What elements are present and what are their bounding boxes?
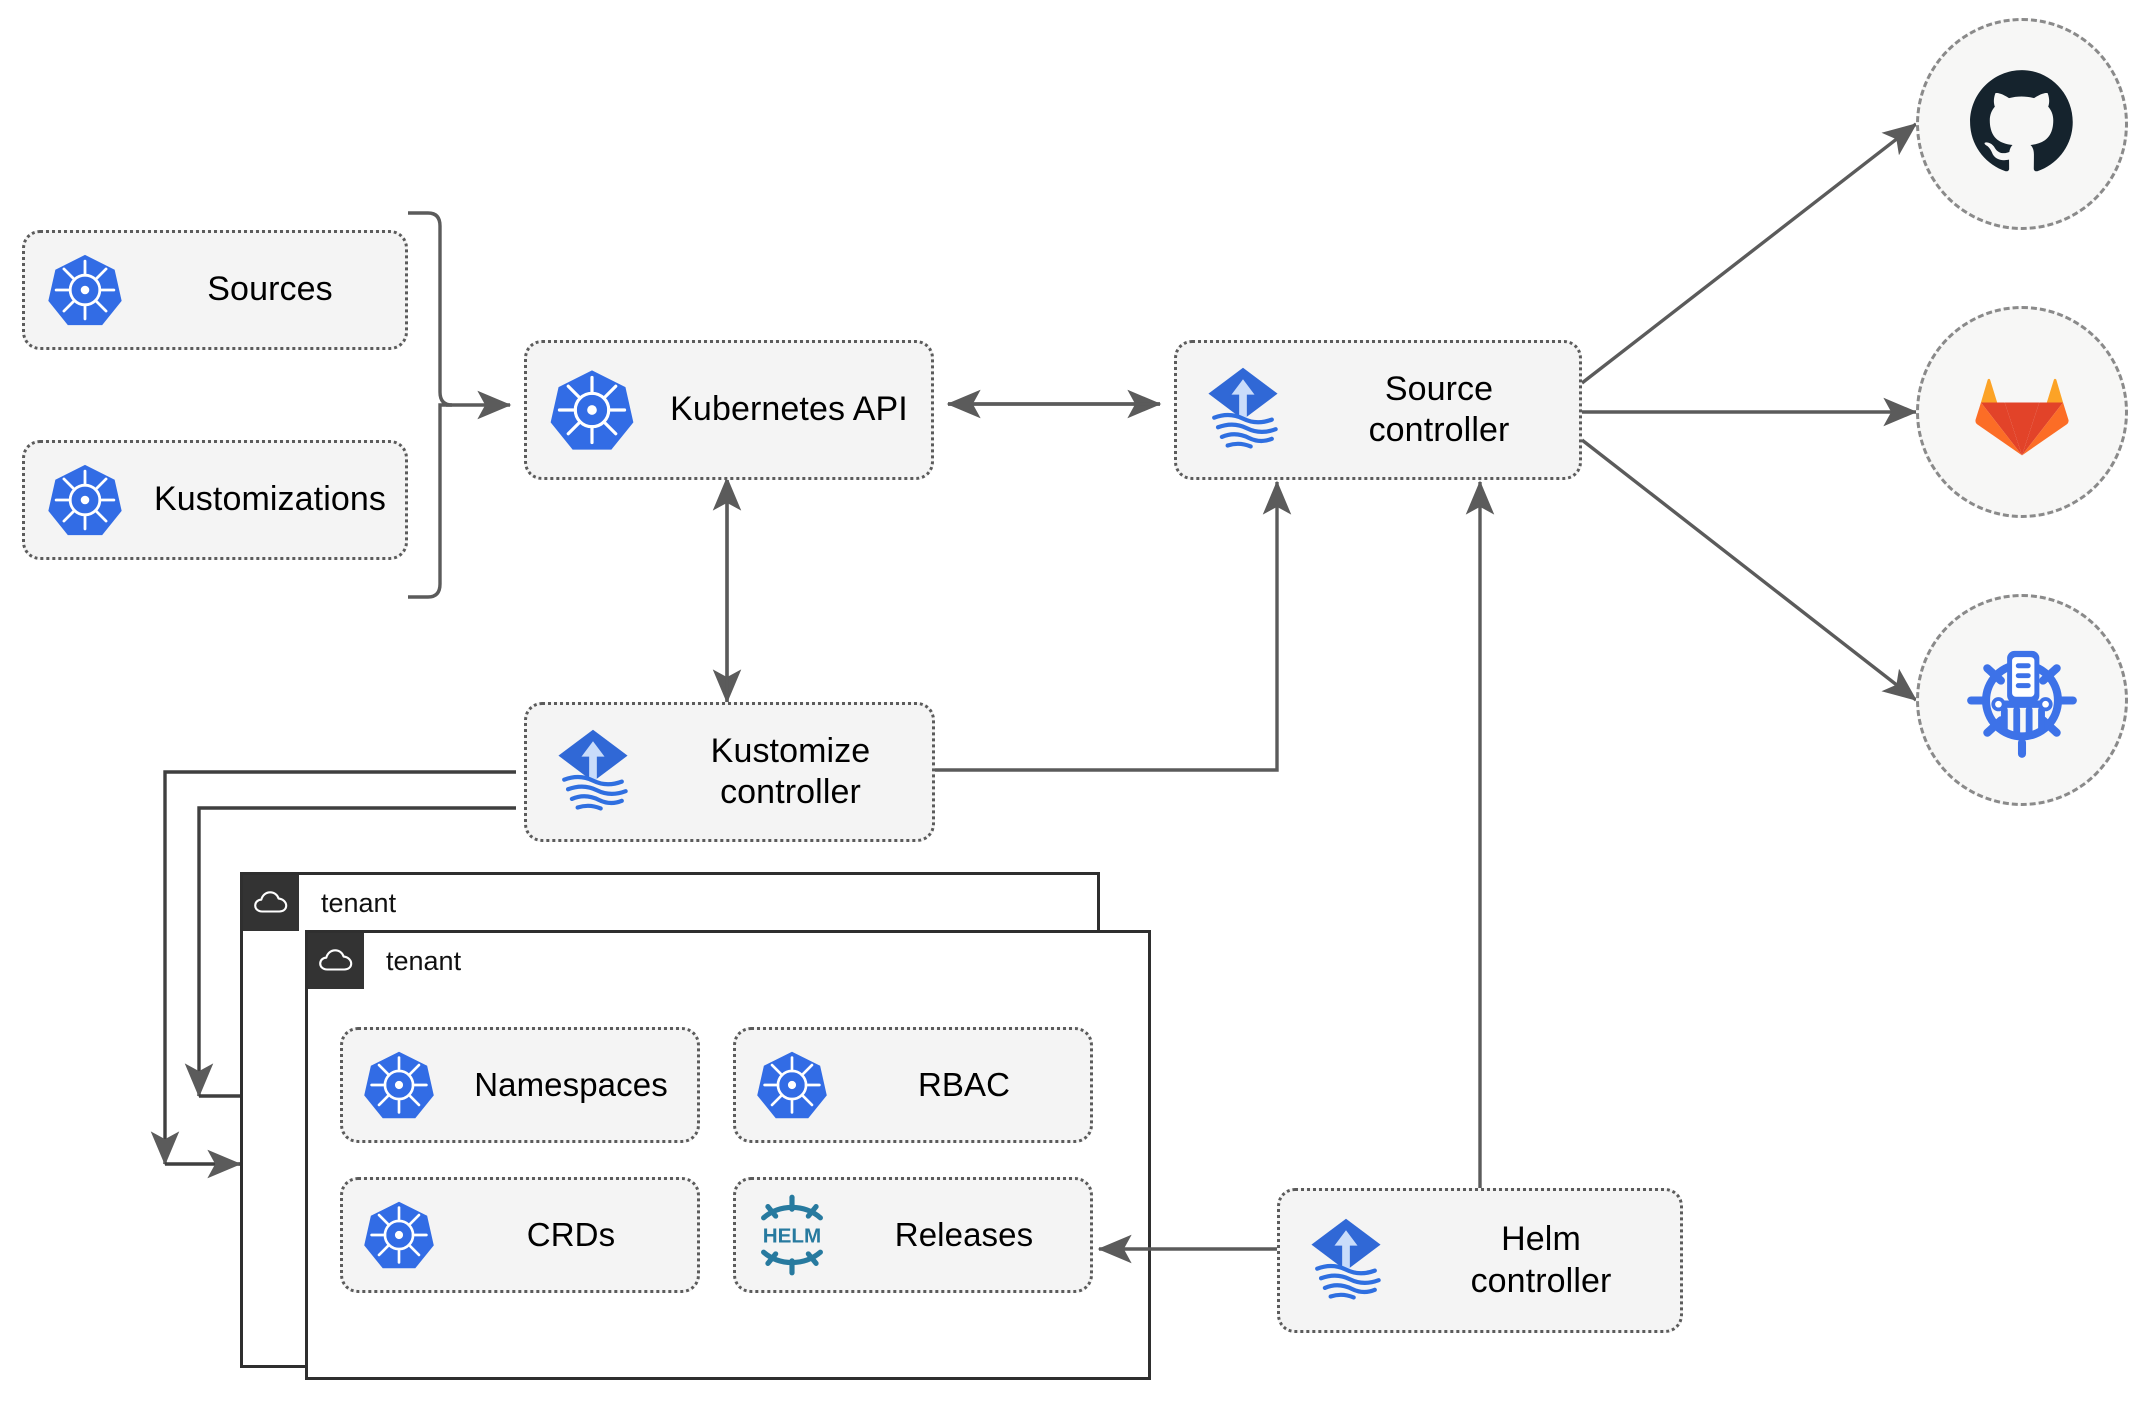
node-label: RBAC [917, 1065, 1011, 1103]
node-kubernetes-api[interactable]: Kubernetes API [524, 340, 934, 480]
node-label-line2: controller [1470, 1261, 1612, 1300]
flux-icon [527, 724, 659, 820]
node-label: Kustomize controller [659, 731, 932, 814]
node-label: Kustomizations [154, 480, 386, 519]
edge-source-controller-to-github [1580, 122, 1918, 385]
node-label: Helm controller [1412, 1219, 1680, 1302]
node-source-controller[interactable]: Source controller [1174, 340, 1582, 480]
kubernetes-icon [25, 251, 145, 329]
flux-icon [1177, 362, 1309, 458]
node-crds[interactable]: CRDs [340, 1177, 700, 1293]
node-label: CRDs [526, 1215, 616, 1253]
provider-github[interactable] [1916, 18, 2128, 230]
kubernetes-icon [527, 366, 657, 454]
tenant-label: tenant [386, 945, 462, 976]
node-label: Releases [894, 1215, 1034, 1253]
node-namespaces[interactable]: Namespaces [340, 1027, 700, 1143]
node-label: Sources [207, 270, 333, 309]
node-kustomize-controller[interactable]: Kustomize controller [524, 702, 935, 842]
node-label-line1: Kustomize [710, 731, 871, 770]
provider-gitlab[interactable] [1916, 306, 2128, 518]
edge-inputs-bracket [408, 211, 453, 599]
helm-repo-icon [1960, 636, 2084, 765]
node-label-line2: controller [720, 773, 861, 811]
edge-kustomize-controller-to-tenant-back [150, 770, 516, 1166]
node-releases[interactable]: HELM Releases [733, 1177, 1093, 1293]
helm-wordmark: HELM [763, 1225, 821, 1248]
gitlab-icon [1968, 356, 2076, 469]
kubernetes-icon [736, 1048, 848, 1122]
cloud-icon [243, 875, 299, 931]
node-label-line1: Source [1384, 369, 1494, 408]
edge-kustomize-controller-to-source-controller [935, 480, 1292, 772]
node-helm-controller[interactable]: Helm controller [1277, 1188, 1683, 1333]
tenant-label: tenant [321, 887, 397, 918]
helm-icon: HELM [736, 1192, 848, 1278]
node-label-line1: Helm [1501, 1220, 1581, 1259]
kubernetes-icon [343, 1198, 455, 1272]
flux-icon [1280, 1213, 1412, 1309]
node-kustomizations[interactable]: Kustomizations [22, 440, 408, 560]
node-rbac[interactable]: RBAC [733, 1027, 1093, 1143]
provider-helm-repository[interactable] [1916, 594, 2128, 806]
tenant-title-bar: tenant [308, 933, 461, 989]
kubernetes-icon [25, 461, 145, 539]
edge-kustomize-controller-to-tenant-front [184, 806, 516, 1098]
node-label: Source controller [1309, 369, 1579, 452]
node-label-line2: controller [1368, 411, 1510, 449]
tenant-container-front: tenant [305, 930, 1151, 1380]
node-label: Namespaces [474, 1065, 668, 1103]
edge-source-controller-to-helm-repository [1580, 438, 1918, 702]
node-sources[interactable]: Sources [22, 230, 408, 350]
node-label: Kubernetes API [670, 390, 908, 429]
tenant-title-bar: tenant [243, 875, 396, 931]
kubernetes-icon [343, 1048, 455, 1122]
cloud-icon [308, 933, 364, 989]
github-icon [1963, 63, 2081, 186]
